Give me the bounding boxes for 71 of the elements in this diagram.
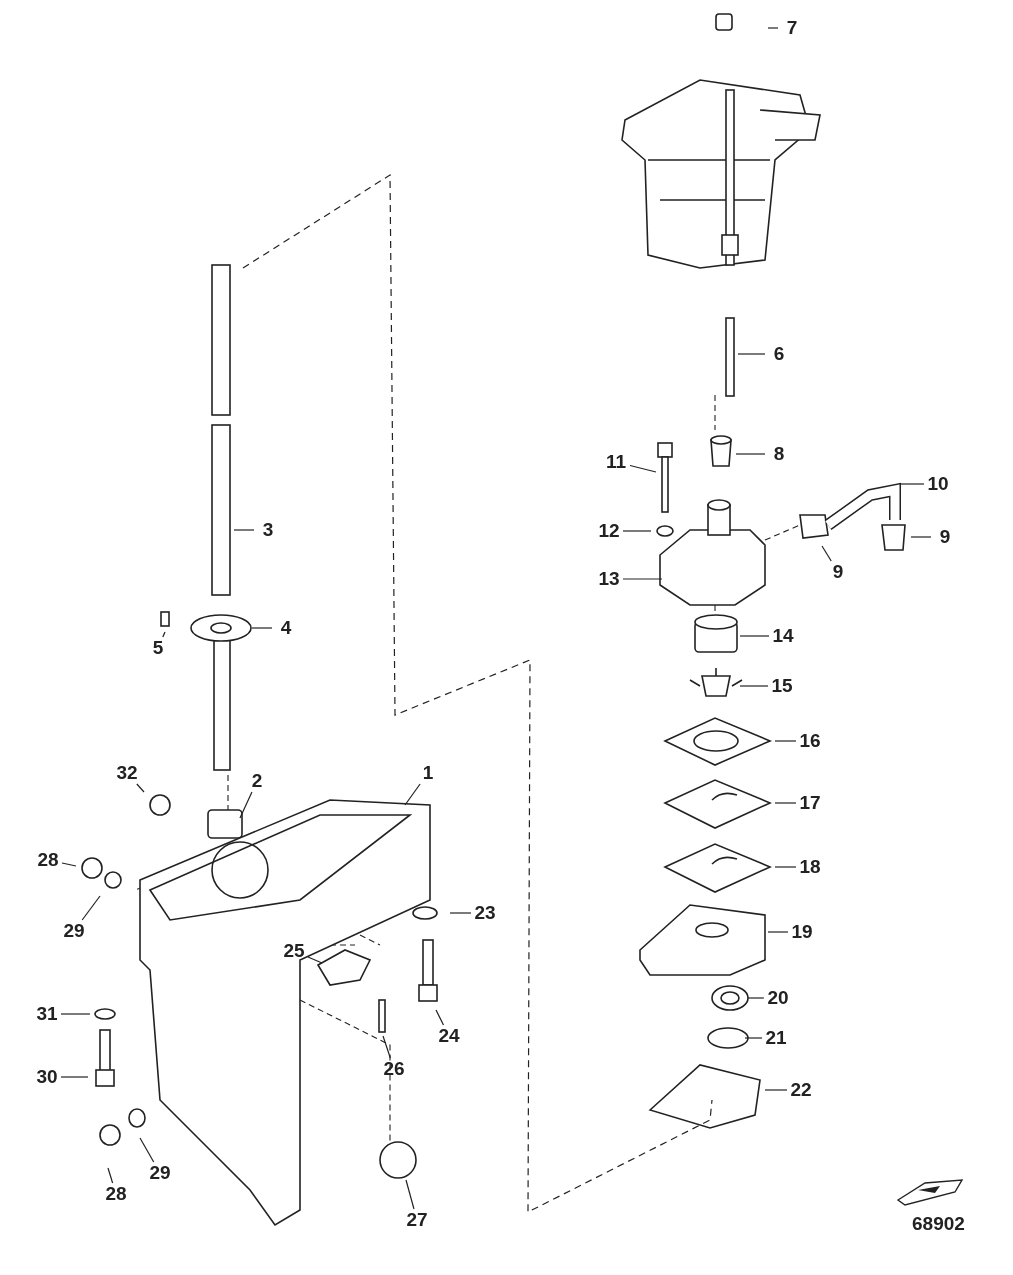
leader-line xyxy=(405,1179,415,1210)
callout-number: 9 xyxy=(938,527,952,547)
callout-number: 5 xyxy=(151,638,165,658)
leader-line xyxy=(774,802,797,804)
leader-line xyxy=(139,1137,155,1163)
callout-number: 14 xyxy=(771,626,795,646)
callout-number: 19 xyxy=(790,922,814,942)
callout-number: 26 xyxy=(382,1059,406,1079)
callout-number: 15 xyxy=(770,676,794,696)
callout-number: 2 xyxy=(250,771,264,791)
callout-number: 7 xyxy=(785,18,799,38)
callout-number: 13 xyxy=(597,569,621,589)
leader-line xyxy=(449,912,472,914)
callout-number: 30 xyxy=(35,1067,59,1087)
leader-line xyxy=(81,895,101,921)
leader-line xyxy=(233,529,255,531)
callout-number: 29 xyxy=(148,1163,172,1183)
leader-line xyxy=(764,1089,788,1091)
callout-number: 28 xyxy=(36,850,60,870)
leader-line xyxy=(60,1013,91,1015)
leader-line xyxy=(735,453,766,455)
leader-line xyxy=(404,783,421,806)
leader-line xyxy=(737,353,766,355)
callout-number: 6 xyxy=(772,344,786,364)
leader-line xyxy=(899,483,925,485)
leader-line xyxy=(739,635,770,637)
callout-number: 10 xyxy=(926,474,950,494)
leader-line xyxy=(622,530,652,532)
leader-line xyxy=(382,1035,391,1059)
callout-number: 1 xyxy=(421,763,435,783)
leader-line xyxy=(774,740,797,742)
figure-number: 68902 xyxy=(912,1213,965,1235)
callout-number: 20 xyxy=(766,988,790,1008)
callout-number: 25 xyxy=(282,941,306,961)
callout-number: 3 xyxy=(261,520,275,540)
callout-number: 29 xyxy=(62,921,86,941)
leader-line xyxy=(162,631,166,638)
leader-line xyxy=(307,956,323,964)
callout-number: 32 xyxy=(115,763,139,783)
callout-number: 28 xyxy=(104,1184,128,1204)
leader-line xyxy=(251,627,273,629)
leader-line xyxy=(629,464,657,473)
leader-line xyxy=(107,1167,114,1184)
leader-line xyxy=(747,997,765,999)
leader-line xyxy=(136,783,145,793)
callout-number: 23 xyxy=(473,903,497,923)
callout-number: 24 xyxy=(437,1026,461,1046)
callout-number: 9 xyxy=(831,562,845,582)
callout-number: 8 xyxy=(772,444,786,464)
callout-number: 4 xyxy=(279,618,293,638)
leader-line xyxy=(60,1076,89,1078)
callout-number: 21 xyxy=(764,1028,788,1048)
leader-line xyxy=(744,1037,763,1039)
leader-line xyxy=(767,931,789,933)
callout-number: 11 xyxy=(604,452,628,472)
callout-number: 22 xyxy=(789,1080,813,1100)
leader-line xyxy=(622,578,663,580)
callout-number: 12 xyxy=(597,521,621,541)
callout-number: 27 xyxy=(405,1210,429,1230)
callout-number: 31 xyxy=(35,1004,59,1024)
leader-line xyxy=(910,536,932,538)
leader-line xyxy=(774,866,797,868)
callout-number: 17 xyxy=(798,793,822,813)
leader-line xyxy=(821,545,832,562)
leader-line xyxy=(435,1009,445,1026)
leader-line xyxy=(239,791,253,819)
leader-line xyxy=(739,685,769,687)
leader-line xyxy=(61,862,77,867)
leader-line xyxy=(767,27,779,29)
callout-number: 18 xyxy=(798,857,822,877)
callout-number: 16 xyxy=(798,731,822,751)
